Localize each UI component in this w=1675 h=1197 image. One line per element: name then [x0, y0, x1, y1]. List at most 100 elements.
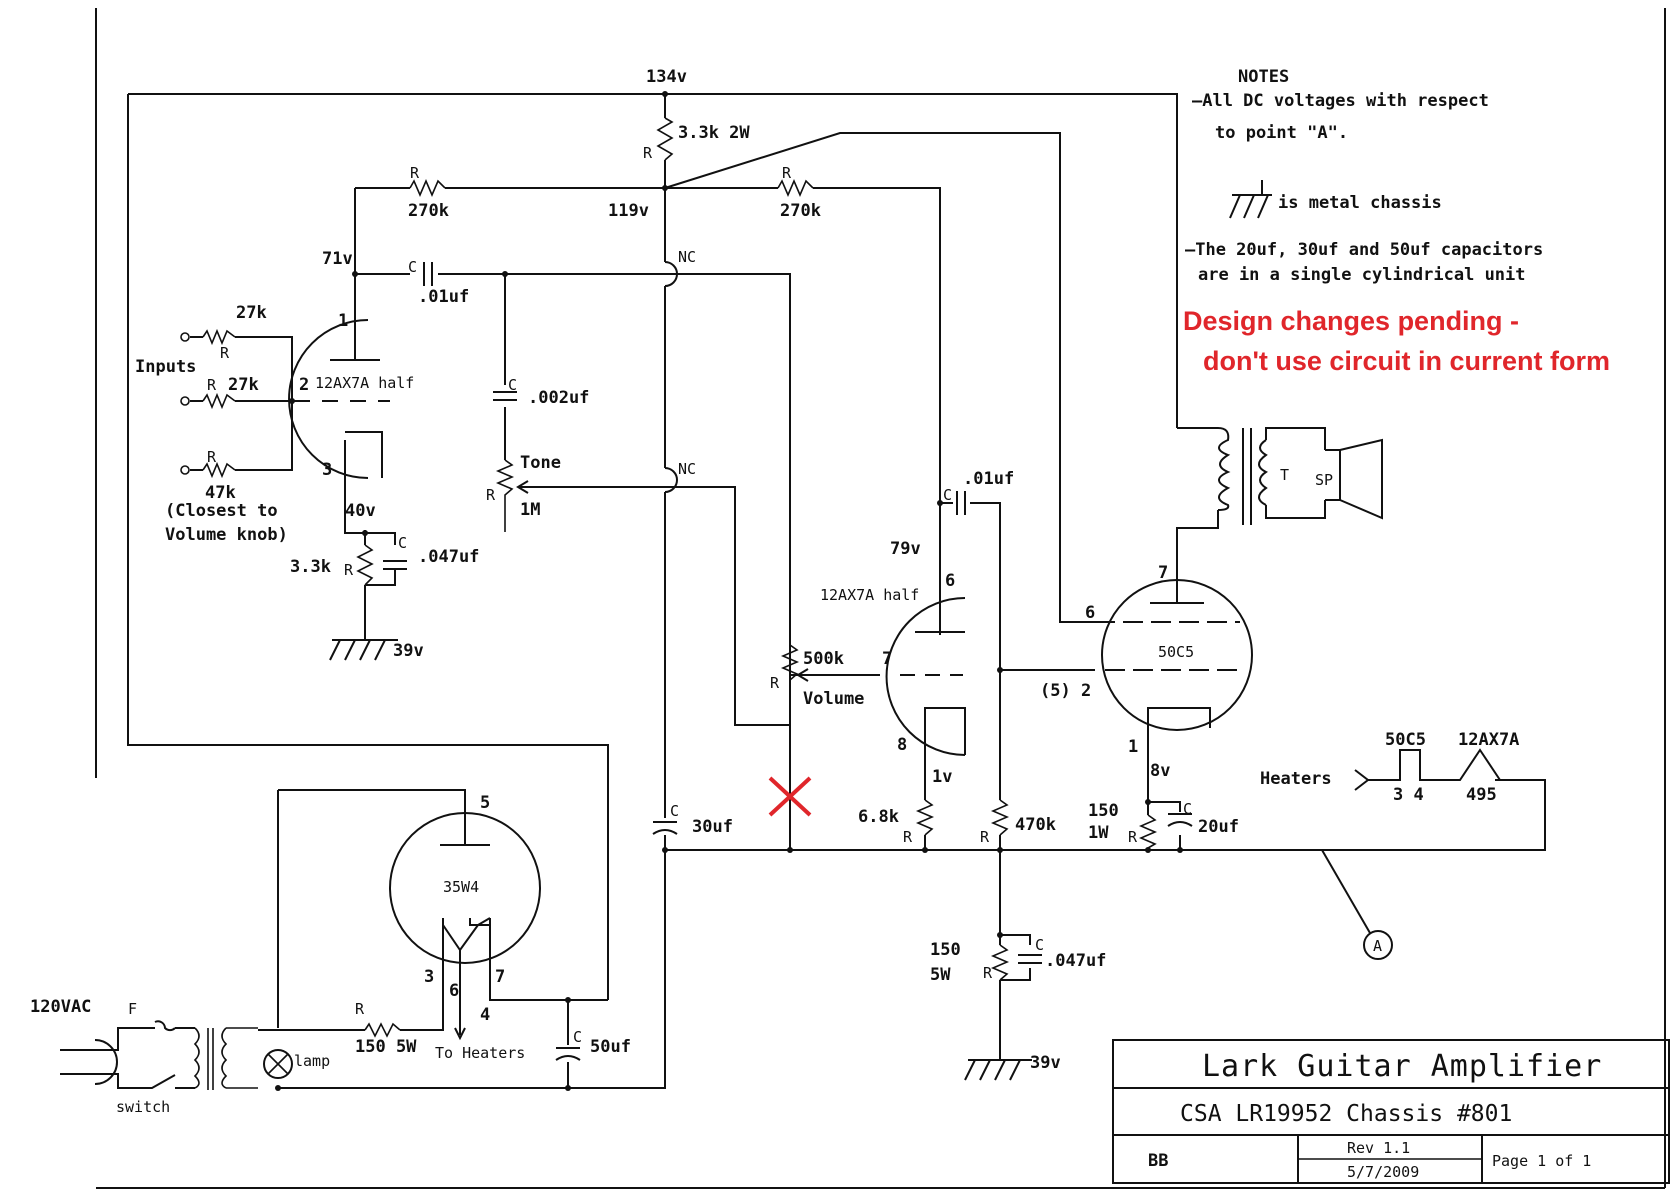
capacitor-047uf-b [1018, 954, 1042, 964]
label-tlabel: T [1280, 466, 1289, 484]
label-50uf: 50uf [590, 1037, 631, 1057]
label-pin7c: 7 [495, 967, 505, 987]
label-pin8: 8 [897, 735, 907, 755]
label-119v: 119v [608, 201, 649, 221]
title-block-text: Lark Guitar Amplifier CSA LR19952 Chassi… [1148, 1049, 1601, 1181]
label-01uf-b: .01uf [963, 469, 1014, 489]
label-lamp: lamp [294, 1052, 330, 1070]
label-047uf-a: .047uf [418, 547, 479, 567]
label-134v: 134v [646, 67, 687, 87]
label-nc2: NC [678, 460, 696, 478]
point-a-marker [1363, 930, 1393, 960]
label-270k-b: 270k [780, 201, 821, 221]
label-tube1: 12AX7A half [315, 374, 414, 392]
label-hp495: 495 [1466, 785, 1497, 805]
label-pin4: 4 [480, 1005, 490, 1025]
notes: NOTES —All DC voltages with respect to p… [1185, 67, 1543, 285]
label-h12ax7a: 12AX7A [1458, 730, 1519, 750]
tube-12ax7a-second [885, 597, 966, 756]
notes-line2: to point "A". [1215, 123, 1348, 143]
resistor-150-5w [364, 1022, 401, 1038]
resistor-270k-b [777, 178, 814, 198]
capacitor-01uf-b [956, 491, 966, 515]
label-40v: 40v [345, 501, 376, 521]
label-r5: R [207, 376, 217, 394]
label-6-8k: 6.8k [858, 807, 899, 827]
capacitor-01uf-a [423, 262, 433, 286]
label-30uf: 30uf [692, 817, 733, 837]
label-39v-a: 39v [393, 641, 424, 661]
rev-text: Rev 1.1 [1347, 1139, 1410, 1157]
label-inputs: Inputs [135, 357, 196, 377]
date-text: 5/7/2009 [1347, 1163, 1419, 1181]
lamp-icon [263, 1049, 293, 1079]
capacitor-002uf [493, 391, 517, 401]
removed-connection-mark [768, 776, 812, 817]
tone-pot [495, 459, 515, 532]
label-3-3k: 3.3k [290, 557, 331, 577]
label-pin52: (5) 2 [1040, 681, 1091, 701]
label-r12: R [1128, 828, 1138, 846]
power-transformer [193, 1027, 258, 1090]
label-71v: 71v [322, 249, 353, 269]
capacitor-30uf [652, 821, 678, 835]
label-r7: R [486, 486, 496, 504]
label-r2: R [410, 164, 420, 182]
label-27k-a: 27k [236, 303, 267, 323]
frame [95, 8, 1666, 1189]
label-pin6b: 6 [1085, 603, 1095, 623]
label-c8: C [573, 1028, 582, 1046]
resistor-470k [990, 799, 1010, 836]
label-c7: C [1035, 936, 1044, 954]
label-hp34: 3 4 [1393, 785, 1424, 805]
label-500k: 500k [803, 649, 844, 669]
label-nc1: NC [678, 248, 696, 266]
warning-line2: don't use circuit in current form [1203, 346, 1610, 376]
label-r4: R [220, 344, 230, 362]
label-c6: C [1183, 800, 1192, 818]
resistor-270k-a [409, 178, 446, 198]
label-150-1w-a: 150 [1088, 801, 1119, 821]
subtitle-text: CSA LR19952 Chassis #801 [1180, 1101, 1512, 1127]
label-tube4: 35W4 [443, 878, 479, 896]
label-to-heaters: To Heaters [435, 1044, 525, 1062]
ground-symbols [329, 180, 1272, 1081]
label-470k: 470k [1015, 815, 1056, 835]
speaker-icon [1325, 438, 1383, 520]
label-150-5w-b: 5W [930, 965, 951, 985]
label-270k-a: 270k [408, 201, 449, 221]
page-text: Page 1 of 1 [1492, 1152, 1591, 1170]
capacitors [383, 262, 1193, 1061]
label-pin1b: 1 [1128, 737, 1138, 757]
label-20uf: 20uf [1198, 817, 1239, 837]
resistor-3-3k-2w [656, 117, 674, 161]
label-r10: R [903, 828, 913, 846]
author-text: BB [1148, 1151, 1168, 1171]
notes-cap2: are in a single cylindrical unit [1198, 265, 1526, 285]
junctions [275, 91, 1183, 1091]
label-volume: Volume [803, 689, 864, 709]
label-r9: R [770, 674, 780, 692]
resistor-3-3k [356, 544, 374, 586]
label-closest2: Volume knob) [165, 525, 288, 545]
label-1v: 1v [932, 767, 952, 787]
label-pin5: 5 [480, 793, 490, 813]
label-c2: C [508, 376, 517, 394]
label-pin3b: 3 [424, 967, 434, 987]
resistor-150-1w [1138, 814, 1158, 849]
capacitor-047uf-a [383, 560, 407, 570]
label-pin7: 7 [882, 649, 892, 669]
label-r6: R [207, 448, 217, 466]
capacitor-20uf [1167, 813, 1193, 827]
label-01uf-a: .01uf [418, 287, 469, 307]
resistor-47k [202, 461, 236, 479]
label-27k-b: 27k [228, 375, 259, 395]
resistor-6-8k [915, 799, 935, 836]
label-tube2: 12AX7A half [820, 586, 919, 604]
label-switch: switch [116, 1098, 170, 1116]
label-c1: C [408, 258, 417, 276]
label-c4: C [943, 486, 952, 504]
label-fuse: F [128, 1000, 137, 1018]
label-150-5w-c: 150 5W [355, 1037, 417, 1057]
